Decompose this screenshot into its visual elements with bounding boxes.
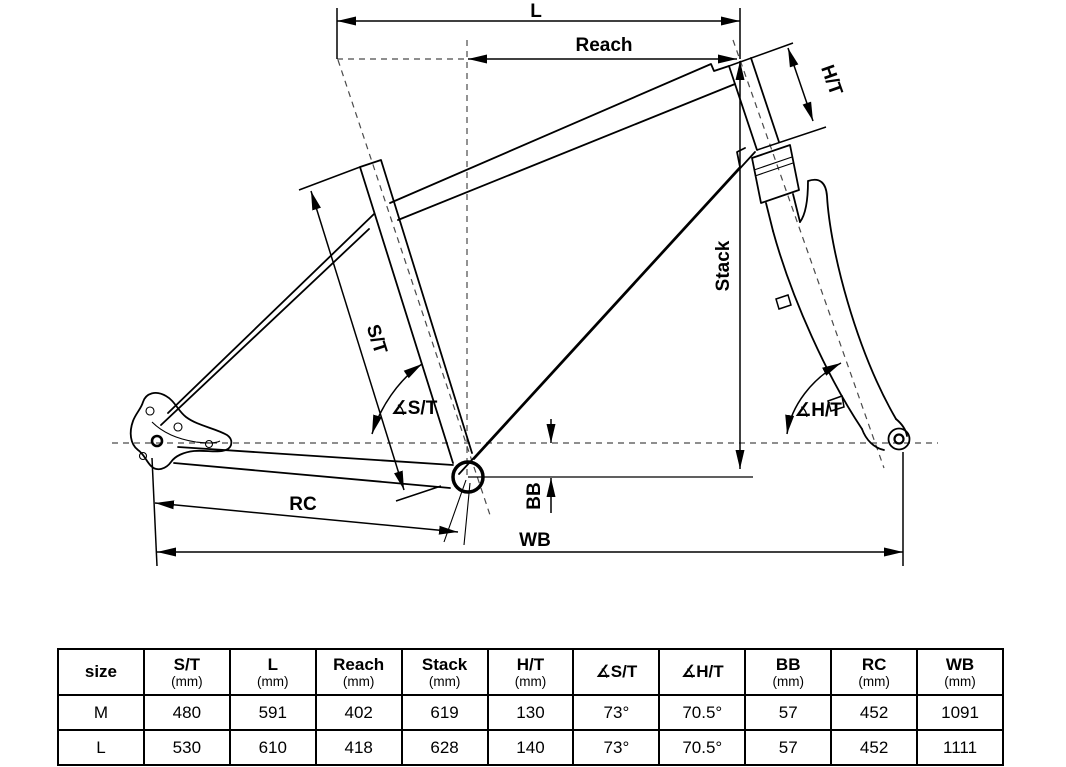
rear-axle [150, 434, 164, 448]
cell-size: L [57, 729, 145, 766]
label-stack: Stack [713, 240, 734, 291]
cell-reach: 418 [314, 729, 403, 766]
steering-axis-dashed-line [732, 39, 885, 469]
dimension-reach: Reach [468, 35, 737, 64]
cell-reach: 402 [314, 694, 403, 731]
cell-st: 530 [142, 729, 231, 766]
column-header-st: S/T(mm) [142, 648, 231, 696]
dimension-bb-drop: BB [468, 419, 753, 513]
column-header-l: L(mm) [228, 648, 317, 696]
column-header-stack: Stack(mm) [400, 648, 489, 696]
chain-stays [173, 446, 454, 489]
head-tube [728, 57, 780, 151]
fork-crown [751, 144, 800, 204]
label-seat-tube: S/T [362, 322, 391, 357]
fork-lower-leg [772, 178, 897, 430]
cell-rc: 452 [830, 694, 919, 731]
label-head-angle: ∡H/T [794, 400, 842, 421]
column-header-ht: H/T(mm) [486, 648, 575, 696]
cell-bb: 57 [744, 694, 833, 731]
frame-drawing [129, 57, 911, 546]
dimension-stack: Stack [713, 61, 745, 469]
front-axle [893, 433, 905, 445]
column-header-wb: WB(mm) [916, 648, 1004, 696]
column-header-bb: BB(mm) [744, 648, 833, 696]
column-header-angle-ht: ∡H/T [658, 648, 747, 696]
cell-angle-ht: 70.5° [658, 729, 747, 766]
cell-stack: 619 [400, 694, 489, 731]
cell-angle-st: 73° [572, 729, 661, 766]
cell-bb: 57 [744, 729, 833, 766]
seat-tube-axis-dashed-line [337, 59, 491, 516]
cell-rc: 452 [830, 729, 919, 766]
cell-st: 480 [142, 694, 231, 731]
label-seat-angle: ∡S/T [391, 398, 438, 419]
cell-angle-ht: 70.5° [658, 694, 747, 731]
column-header-rc: RC(mm) [830, 648, 919, 696]
dimension-L: L [336, 1, 741, 59]
fork [751, 144, 911, 451]
cell-stack: 628 [400, 729, 489, 766]
cell-ht: 140 [486, 729, 575, 766]
label-L: L [530, 1, 542, 22]
column-header-size: size [57, 648, 145, 696]
bb-extension-lines [443, 479, 471, 546]
dimension-head-tube-length: H/T [728, 42, 846, 151]
dimension-seat-angle: ∡S/T [371, 363, 438, 435]
label-bb: BB [524, 482, 545, 509]
label-reach: Reach [575, 35, 632, 56]
cell-angle-st: 73° [572, 694, 661, 731]
front-dropout [861, 418, 908, 451]
dimension-head-angle: ∡H/T [785, 362, 842, 435]
cell-l: 591 [228, 694, 317, 731]
label-wb: WB [519, 530, 551, 551]
frame-geometry-diagram: L Reach H/T Stack S/T ∡S/T [112, 1, 938, 567]
cell-wb: 1091 [916, 694, 1004, 731]
cell-size: M [57, 694, 145, 731]
cell-wb: 1111 [916, 729, 1004, 766]
cell-l: 610 [228, 729, 317, 766]
top-tube [389, 63, 736, 221]
rear-dropout [129, 391, 233, 471]
seat-stays [160, 213, 375, 426]
down-tube [458, 147, 756, 475]
dimension-rear-center: RC [151, 457, 459, 567]
construction-lines [112, 39, 938, 516]
dimension-wheelbase: WB [157, 452, 904, 566]
label-head-tube: H/T [816, 62, 846, 98]
column-header-angle-st: ∡S/T [572, 648, 661, 696]
cell-ht: 130 [486, 694, 575, 731]
column-header-reach: Reach(mm) [314, 648, 403, 696]
label-rc: RC [289, 494, 317, 515]
fork-brake-mount [775, 294, 792, 310]
fork-stanchion [765, 193, 801, 232]
front-dropout-eyelet [887, 427, 911, 451]
